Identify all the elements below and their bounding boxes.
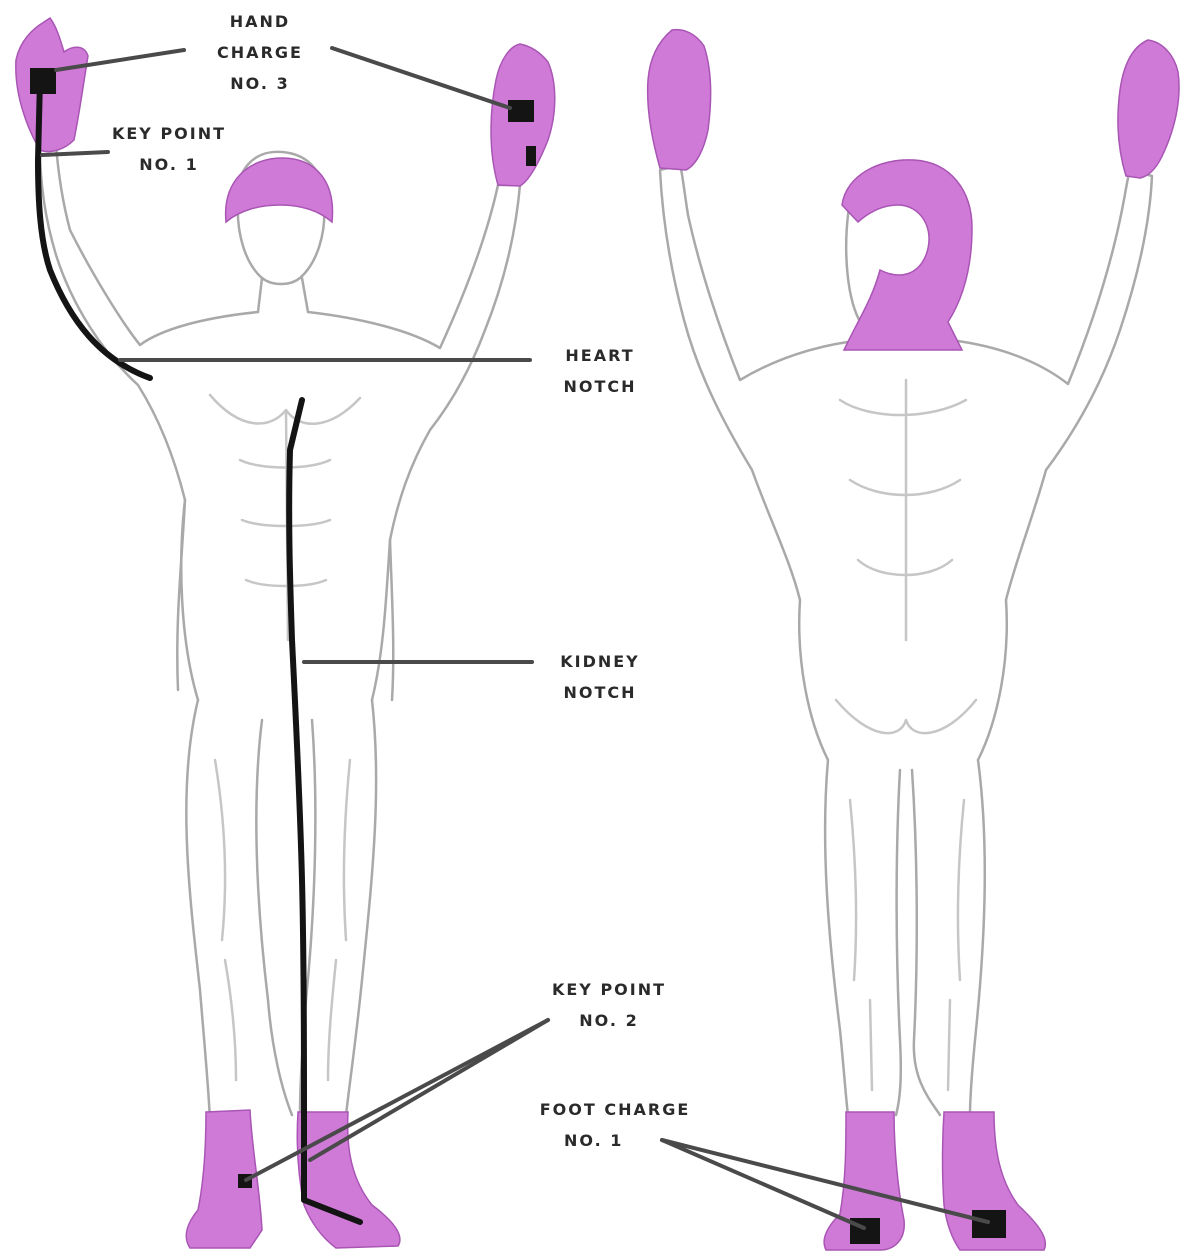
back-leg-detail	[850, 800, 964, 1090]
foot-charge-marker-right	[972, 1210, 1006, 1238]
key-point-marker-1	[526, 146, 536, 166]
label-heart-notch-line-2: NOTCH	[532, 371, 668, 402]
back-left-leg	[825, 760, 901, 1115]
front-figure	[40, 145, 520, 1120]
front-right-leg	[186, 700, 292, 1120]
back-torso	[799, 600, 1007, 760]
front-chest-detail	[210, 395, 360, 640]
label-key-point-top: KEY POINT NO. 1	[94, 118, 244, 180]
back-right-hand	[1118, 40, 1179, 178]
label-hand-charge: HAND CHARGE NO. 3	[190, 6, 330, 99]
hand-charge-leader-2	[332, 48, 510, 108]
label-foot-charge-line-1: FOOT CHARGE	[500, 1094, 730, 1125]
label-kidney-notch-line-2: NOTCH	[532, 677, 668, 708]
label-key-point-bottom-line-2: NO. 2	[534, 1005, 684, 1036]
back-hood	[842, 160, 972, 350]
label-kidney-notch: KIDNEY NOTCH	[532, 646, 668, 708]
label-foot-charge-line-2: NO. 1	[500, 1125, 730, 1156]
front-left-leg	[300, 700, 376, 1115]
label-key-point-bottom: KEY POINT NO. 2	[534, 974, 684, 1036]
back-right-arm	[950, 170, 1152, 600]
front-left-arm	[308, 185, 520, 700]
front-right-arm	[40, 145, 258, 690]
label-heart-notch: HEART NOTCH	[532, 340, 668, 402]
front-leg-detail	[215, 760, 350, 1080]
front-torso	[181, 500, 390, 700]
label-foot-charge: FOOT CHARGE NO. 1	[500, 1094, 730, 1156]
hand-charge-right	[30, 68, 56, 94]
hand-charge-left	[508, 100, 534, 122]
label-key-point-top-line-2: NO. 1	[94, 149, 244, 180]
label-kidney-notch-line-1: KIDNEY	[532, 646, 668, 677]
front-left-foot	[297, 1112, 400, 1248]
label-heart-notch-line-1: HEART	[532, 340, 668, 371]
label-key-point-bottom-line-1: KEY POINT	[534, 974, 684, 1005]
back-accent-regions	[648, 30, 1179, 1250]
label-hand-charge-line-3: NO. 3	[190, 68, 330, 99]
label-key-point-top-line-1: KEY POINT	[94, 118, 244, 149]
back-left-arm	[660, 165, 862, 600]
label-hand-charge-line-1: HAND	[190, 6, 330, 37]
back-left-hand	[648, 30, 711, 170]
label-hand-charge-line-2: CHARGE	[190, 37, 330, 68]
back-muscle-detail	[836, 380, 976, 733]
detonating-cord	[38, 80, 360, 1222]
